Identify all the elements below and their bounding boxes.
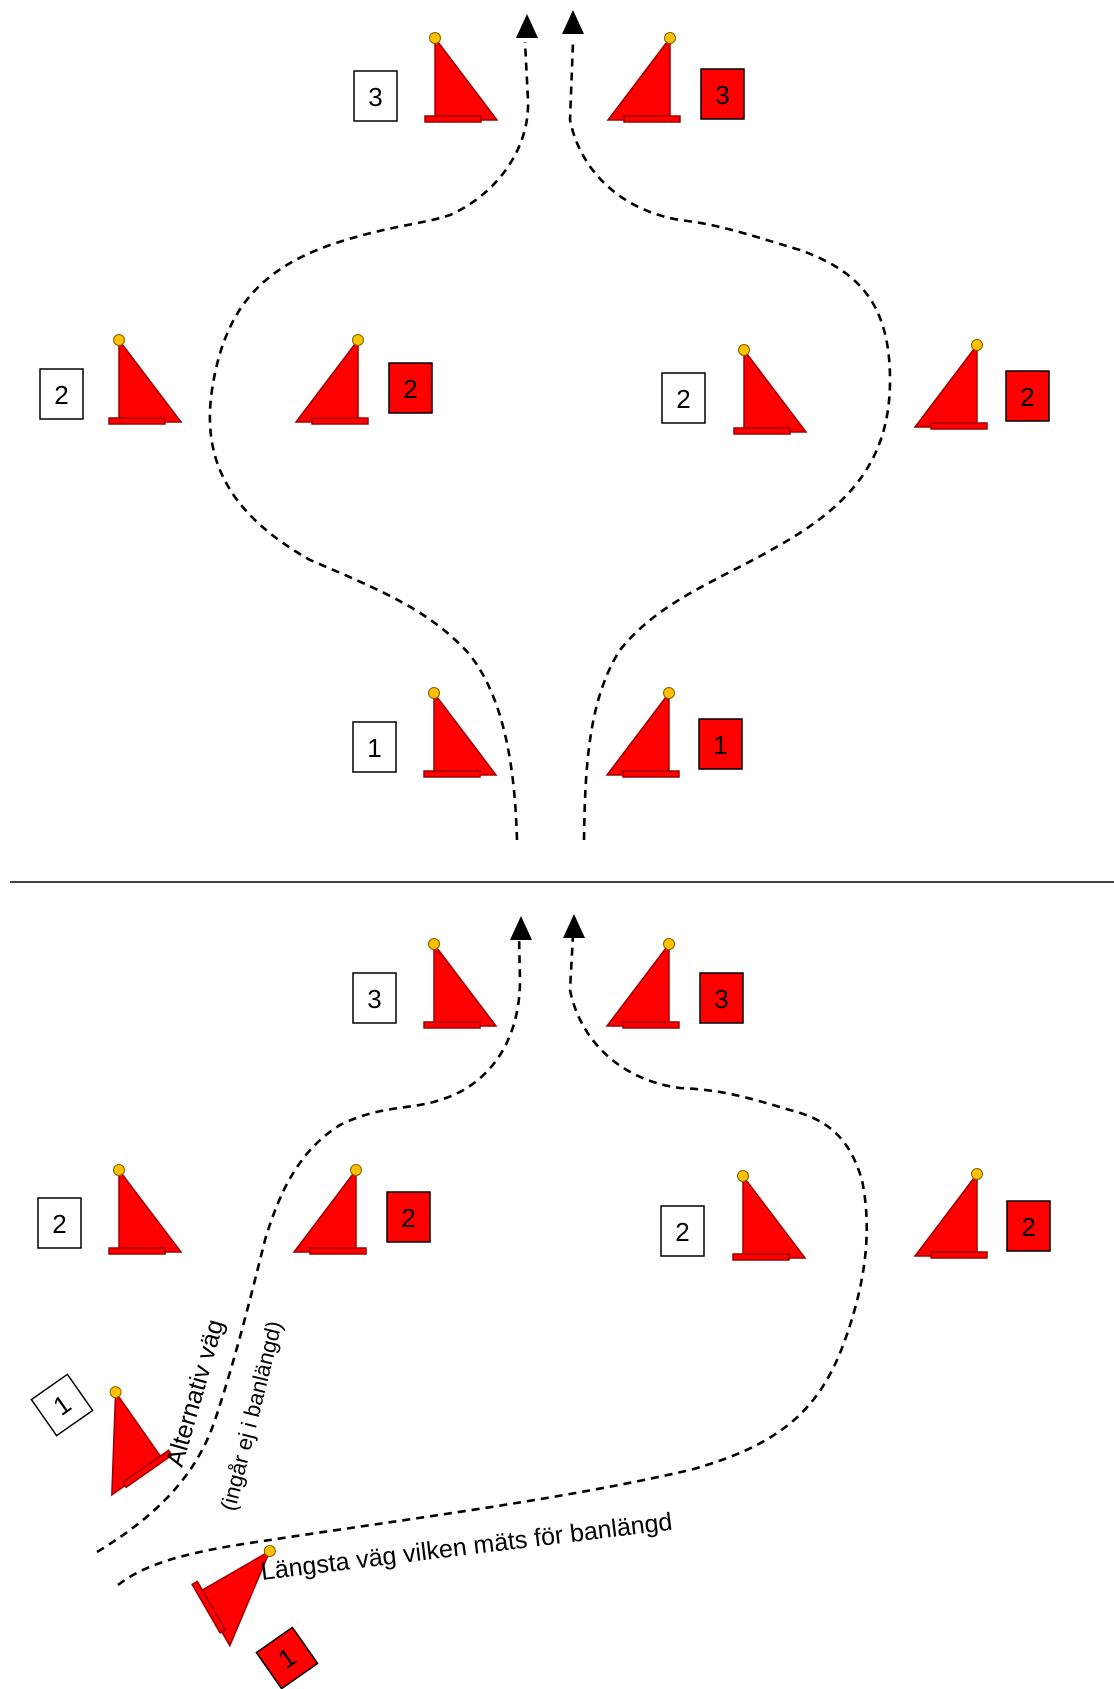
arrow-up-icon bbox=[562, 10, 584, 34]
cone-left-icon bbox=[108, 1163, 182, 1255]
cone-left-icon bbox=[108, 333, 182, 425]
arrow-up-icon bbox=[563, 914, 585, 938]
route-alternative-path bbox=[96, 934, 522, 1554]
cone-right-icon bbox=[607, 31, 681, 123]
cone-right-icon bbox=[914, 1167, 988, 1259]
route-right-path bbox=[568, 41, 892, 841]
marker-label: 2 bbox=[401, 1203, 415, 1233]
bottom-diagram: 3 3 2 2 2 2 1 1 Alternativ bbox=[30, 914, 1051, 1689]
cone-left-icon bbox=[733, 343, 807, 435]
marker-white-2 bbox=[660, 1205, 705, 1257]
route-longest-path bbox=[117, 934, 869, 1587]
marker-label: 2 bbox=[403, 374, 417, 404]
cone-left-icon bbox=[423, 686, 497, 778]
marker-white-2 bbox=[661, 372, 706, 424]
cone-left-icon bbox=[423, 937, 497, 1029]
alternative-route-note: (ingår ej i banlängd) bbox=[216, 1318, 287, 1513]
alternative-route-label: Alternativ väg bbox=[161, 1316, 230, 1469]
marker-red-1 bbox=[255, 1626, 319, 1689]
marker-red-2 bbox=[1005, 370, 1050, 422]
marker-white-1 bbox=[30, 1373, 94, 1437]
cone-left-icon bbox=[424, 31, 498, 123]
marker-white-1 bbox=[352, 721, 397, 773]
marker-label: 2 bbox=[1020, 382, 1034, 412]
marker-red-3 bbox=[700, 68, 745, 120]
marker-label: 3 bbox=[368, 82, 382, 112]
marker-white-3 bbox=[353, 70, 398, 122]
marker-white-2 bbox=[39, 368, 84, 420]
cone-right-icon bbox=[606, 686, 680, 778]
route-left-path bbox=[208, 41, 530, 841]
marker-red-2 bbox=[386, 1191, 431, 1243]
marker-label: 3 bbox=[714, 984, 728, 1014]
marker-label: 2 bbox=[1021, 1212, 1035, 1242]
top-diagram: 3 3 2 2 2 2 1 1 bbox=[39, 10, 1050, 841]
marker-white-2 bbox=[37, 1197, 82, 1249]
arrow-up-icon bbox=[516, 14, 538, 38]
cone-right-icon bbox=[606, 937, 680, 1029]
marker-white-3 bbox=[352, 972, 397, 1024]
marker-label: 2 bbox=[52, 1209, 66, 1239]
marker-label: 3 bbox=[367, 984, 381, 1014]
cone-right-icon bbox=[293, 1163, 367, 1255]
marker-red-1 bbox=[698, 718, 743, 770]
marker-label: 1 bbox=[367, 733, 381, 763]
marker-label: 3 bbox=[715, 80, 729, 110]
marker-label: 2 bbox=[675, 1217, 689, 1247]
marker-red-2 bbox=[388, 362, 433, 414]
marker-red-3 bbox=[699, 972, 744, 1024]
longest-route-label: Längsta väg vilken mäts för banlängd bbox=[259, 1508, 673, 1586]
marker-label: 2 bbox=[676, 384, 690, 414]
marker-label: 1 bbox=[713, 730, 727, 760]
marker-red-2 bbox=[1006, 1200, 1051, 1252]
cone-right-icon bbox=[295, 333, 369, 425]
marker-label: 2 bbox=[54, 380, 68, 410]
cone-left-icon bbox=[732, 1169, 806, 1261]
cone-right-icon bbox=[914, 338, 988, 430]
arrow-up-icon bbox=[510, 916, 532, 940]
